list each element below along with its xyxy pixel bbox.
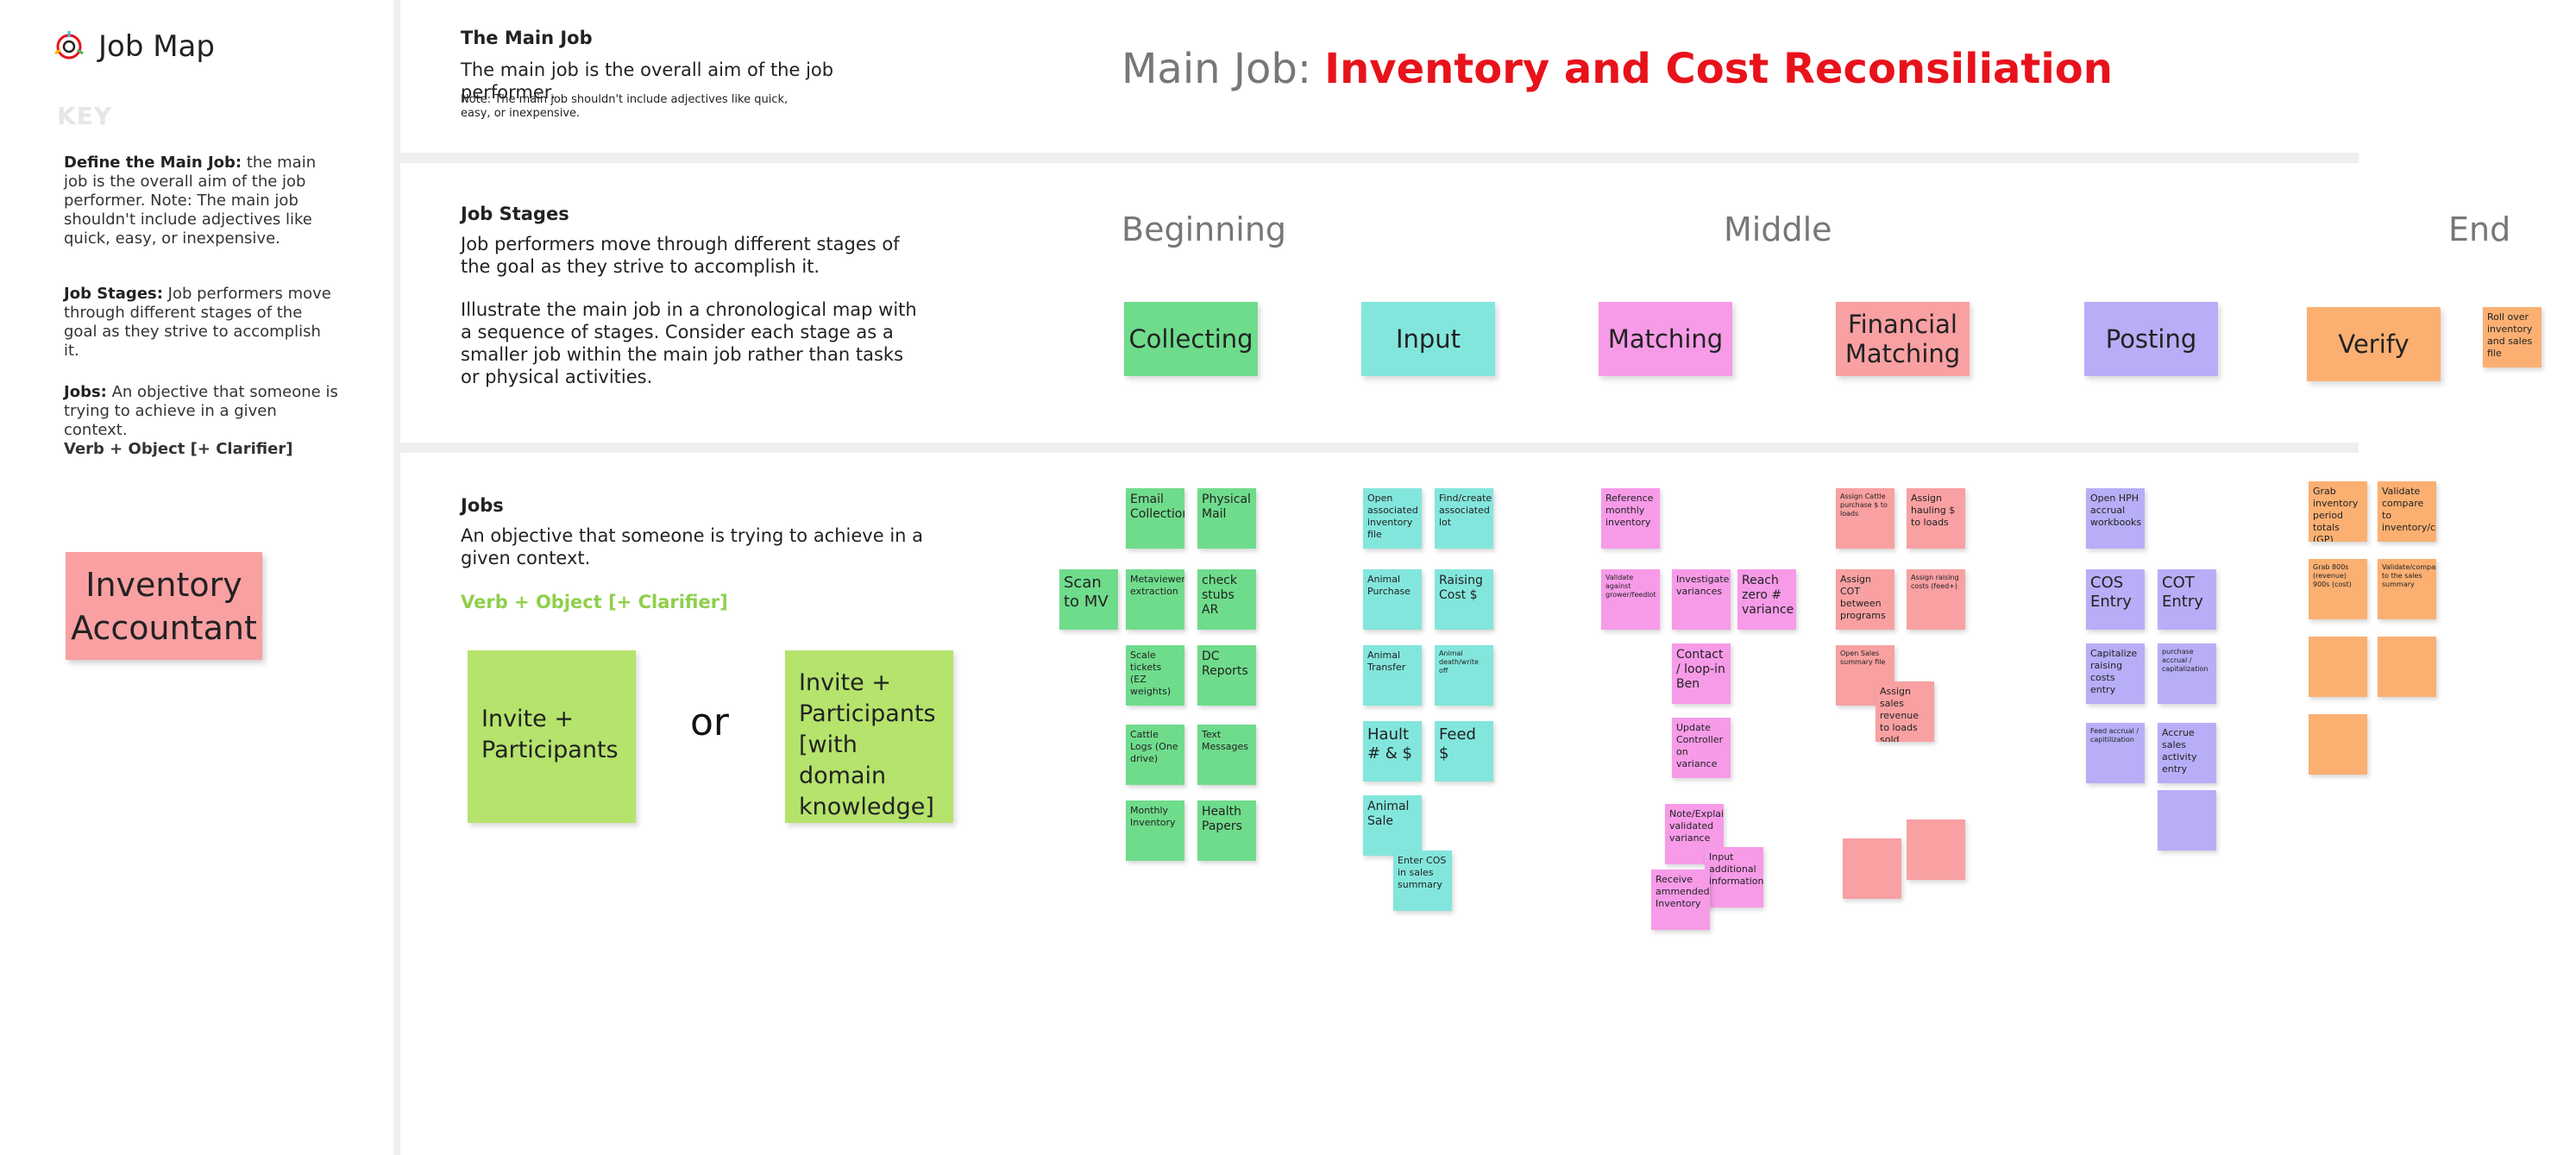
sticky-note-cos-entry[interactable]: COS Entry	[2086, 569, 2145, 630]
sticky-note-assign-cattle-purchase[interactable]: Assign Cattle purchase $ to loads	[1836, 488, 1894, 549]
sticky-note-blank-orange-2[interactable]	[2378, 637, 2436, 697]
sticky-note-reach-zero-variance[interactable]: Reach zero # variance	[1737, 569, 1796, 630]
job-stages-section-text-2: Illustrate the main job in a chronologic…	[461, 299, 917, 387]
sticky-note-cot-entry[interactable]: COT Entry	[2158, 569, 2216, 630]
phase-end: End	[2448, 210, 2511, 248]
stage-matching[interactable]: Matching	[1599, 302, 1732, 376]
stage-verify[interactable]: Verify	[2307, 307, 2441, 381]
row-separator-2	[400, 443, 2359, 453]
key-define-main-job: Define the Main Job: the main job is the…	[64, 154, 340, 248]
sticky-note-scan-to-mv[interactable]: Scan to MV	[1059, 569, 1118, 630]
sticky-note-assign-raising-costs[interactable]: Assign raising costs (feed+)	[1907, 569, 1965, 630]
sticky-note-roll-over[interactable]: Roll over inventory and sales file	[2483, 307, 2541, 367]
sidebar: Job Map KEY Define the Main Job: the mai…	[0, 0, 393, 1155]
app-title-text: Job Map	[98, 29, 215, 64]
sticky-note-hault[interactable]: Hault # & $	[1363, 721, 1422, 782]
stage-posting[interactable]: Posting	[2084, 302, 2218, 376]
example-sticky-invite-participants[interactable]: Invite + Participants	[468, 650, 636, 823]
sticky-note-note-explain-variance[interactable]: Note/Explain validated variance	[1665, 804, 1724, 864]
key-job-stages-text: Job performers move through different st…	[64, 285, 331, 360]
sticky-note-check-stubs[interactable]: check stubs AR	[1197, 569, 1256, 630]
sticky-note-physical-mail[interactable]: Physical Mail	[1197, 488, 1256, 549]
key-jobs-title: Jobs:	[64, 383, 107, 401]
key-label: KEY	[57, 102, 113, 130]
role-sticky-note[interactable]: Inventory Accountant	[66, 552, 262, 660]
job-stages-section-text-1: Job performers move through different st…	[461, 234, 900, 277]
phase-middle: Middle	[1724, 210, 1832, 248]
phase-beginning: Beginning	[1122, 210, 1287, 248]
stage-collecting[interactable]: Collecting	[1124, 302, 1258, 376]
main-job-section-title: The Main Job	[461, 28, 593, 48]
sticky-note-animal-death[interactable]: Animal death/write off	[1435, 645, 1493, 706]
key-job-stages-title: Job Stages:	[64, 285, 163, 303]
sticky-note-text-messages[interactable]: Text Messages	[1197, 725, 1256, 785]
sticky-note-investigate-variances[interactable]: Investigate variances	[1672, 569, 1731, 630]
main-job-heading: Main Job: Inventory and Cost Reconsiliat…	[1122, 45, 2113, 93]
main-job-section-note: Note: The main job shouldn't include adj…	[461, 93, 789, 120]
key-job-stages: Job Stages: Job performers move through …	[64, 285, 340, 361]
sticky-note-grab-800s-900s[interactable]: Grab 800s (revenue) 900s (cost)	[2309, 559, 2367, 619]
sticky-note-input-additional-info[interactable]: Input additional information	[1705, 847, 1763, 907]
sticky-note-blank-red-1[interactable]	[1843, 838, 1901, 899]
sticky-note-feed-accrual[interactable]: Feed accrual / capitilization	[2086, 723, 2145, 783]
sticky-note-blank-orange-1[interactable]	[2309, 637, 2367, 697]
sticky-note-update-controller[interactable]: Update Controller on variance	[1672, 718, 1731, 778]
sticky-note-blank-orange-3[interactable]	[2309, 714, 2367, 775]
sticky-note-feed[interactable]: Feed $	[1435, 721, 1493, 782]
key-define-main-job-title: Define the Main Job:	[64, 154, 242, 172]
sticky-note-animal-transfer[interactable]: Animal Transfer	[1363, 645, 1422, 706]
key-jobs: Jobs: An objective that someone is tryin…	[64, 383, 340, 440]
key-jobs-text: An objective that someone is trying to a…	[64, 383, 338, 439]
jobs-section-title: Jobs	[461, 495, 504, 516]
sticky-note-raising-cost[interactable]: Raising Cost $	[1435, 569, 1493, 630]
sticky-note-email-collection[interactable]: Email Collection	[1126, 488, 1184, 549]
sticky-note-monthly-inventory[interactable]: Monthly Inventory	[1126, 800, 1184, 861]
sticky-note-validate-inventory-costing[interactable]: Validate compare to inventory/costing	[2378, 481, 2436, 542]
sticky-note-assign-cot[interactable]: Assign COT between programs	[1836, 569, 1894, 630]
sticky-note-accrue-sales-activity[interactable]: Accrue sales activity entry	[2158, 723, 2216, 783]
sticky-note-validate-sales-summary[interactable]: Validate/compare to the sales summary	[2378, 559, 2436, 619]
main-job-name: Inventory and Cost Reconsiliation	[1324, 45, 2113, 93]
jobs-section-text: An objective that someone is trying to a…	[461, 525, 924, 568]
sticky-note-animal-sale[interactable]: Animal Sale	[1363, 795, 1422, 856]
key-define-main-job-text: the main job is the overall aim of the j…	[64, 154, 317, 248]
sticky-note-validate-grower[interactable]: Validate against grower/feedlot	[1601, 569, 1660, 630]
sticky-note-metaviewer-extraction[interactable]: Metaviewer extraction	[1126, 569, 1184, 630]
sticky-note-blank-red-2[interactable]	[1907, 819, 1965, 880]
example-sticky-invite-participants-domain[interactable]: Invite + Participants [with domain knowl…	[785, 650, 953, 823]
sticky-note-grab-inventory-totals[interactable]: Grab inventory period totals (GP)	[2309, 481, 2367, 542]
sticky-note-reference-inventory[interactable]: Reference monthly inventory	[1601, 488, 1660, 549]
key-formula: Verb + Object [+ Clarifier]	[64, 440, 293, 458]
sticky-note-cattle-logs[interactable]: Cattle Logs (One drive)	[1126, 725, 1184, 785]
sticky-note-contact-ben[interactable]: Contact / loop-in Ben	[1672, 643, 1731, 704]
row-separator-1	[400, 153, 2359, 163]
job-stages-section-title: Job Stages	[461, 204, 569, 224]
sticky-note-receive-amended-inventory[interactable]: Receive ammended Inventory	[1651, 869, 1710, 930]
sticky-note-enter-cos[interactable]: Enter COS in sales summary	[1393, 851, 1452, 911]
stage-input[interactable]: Input	[1361, 302, 1495, 376]
sticky-note-capitalize-raising-costs[interactable]: Capitalize raising costs entry	[2086, 643, 2145, 704]
or-label: or	[690, 700, 730, 744]
sticky-note-assign-hauling[interactable]: Assign hauling $ to loads	[1907, 488, 1965, 549]
sticky-note-open-inventory-file[interactable]: Open associated inventory file	[1363, 488, 1422, 549]
sticky-note-animal-purchase[interactable]: Animal Purchase	[1363, 569, 1422, 630]
main-job-prefix: Main Job:	[1122, 45, 1325, 93]
sticky-note-purchase-accrual[interactable]: purchase accrual / capitalization	[2158, 643, 2216, 704]
sticky-note-assign-sales-revenue[interactable]: Assign sales revenue to loads sold	[1875, 681, 1934, 742]
sticky-note-health-papers[interactable]: Health Papers	[1197, 800, 1256, 861]
sticky-note-open-hph-workbooks[interactable]: Open HPH accrual workbooks	[2086, 488, 2145, 549]
sidebar-divider	[393, 0, 400, 1155]
sticky-note-find-associated-lot[interactable]: Find/create associated lot	[1435, 488, 1493, 549]
jobs-formula: Verb + Object [+ Clarifier]	[461, 592, 728, 612]
sticky-note-scale-tickets[interactable]: Scale tickets (EZ weights)	[1126, 645, 1184, 706]
target-logo-icon	[54, 31, 84, 60]
stage-financial-matching[interactable]: Financial Matching	[1836, 302, 1970, 376]
sticky-note-blank-purple[interactable]	[2158, 790, 2216, 851]
sticky-note-dc-reports[interactable]: DC Reports	[1197, 645, 1256, 706]
main-job-section-text: The main job is the overall aim of the j…	[461, 60, 834, 103]
app-title: Job Map	[52, 29, 215, 64]
